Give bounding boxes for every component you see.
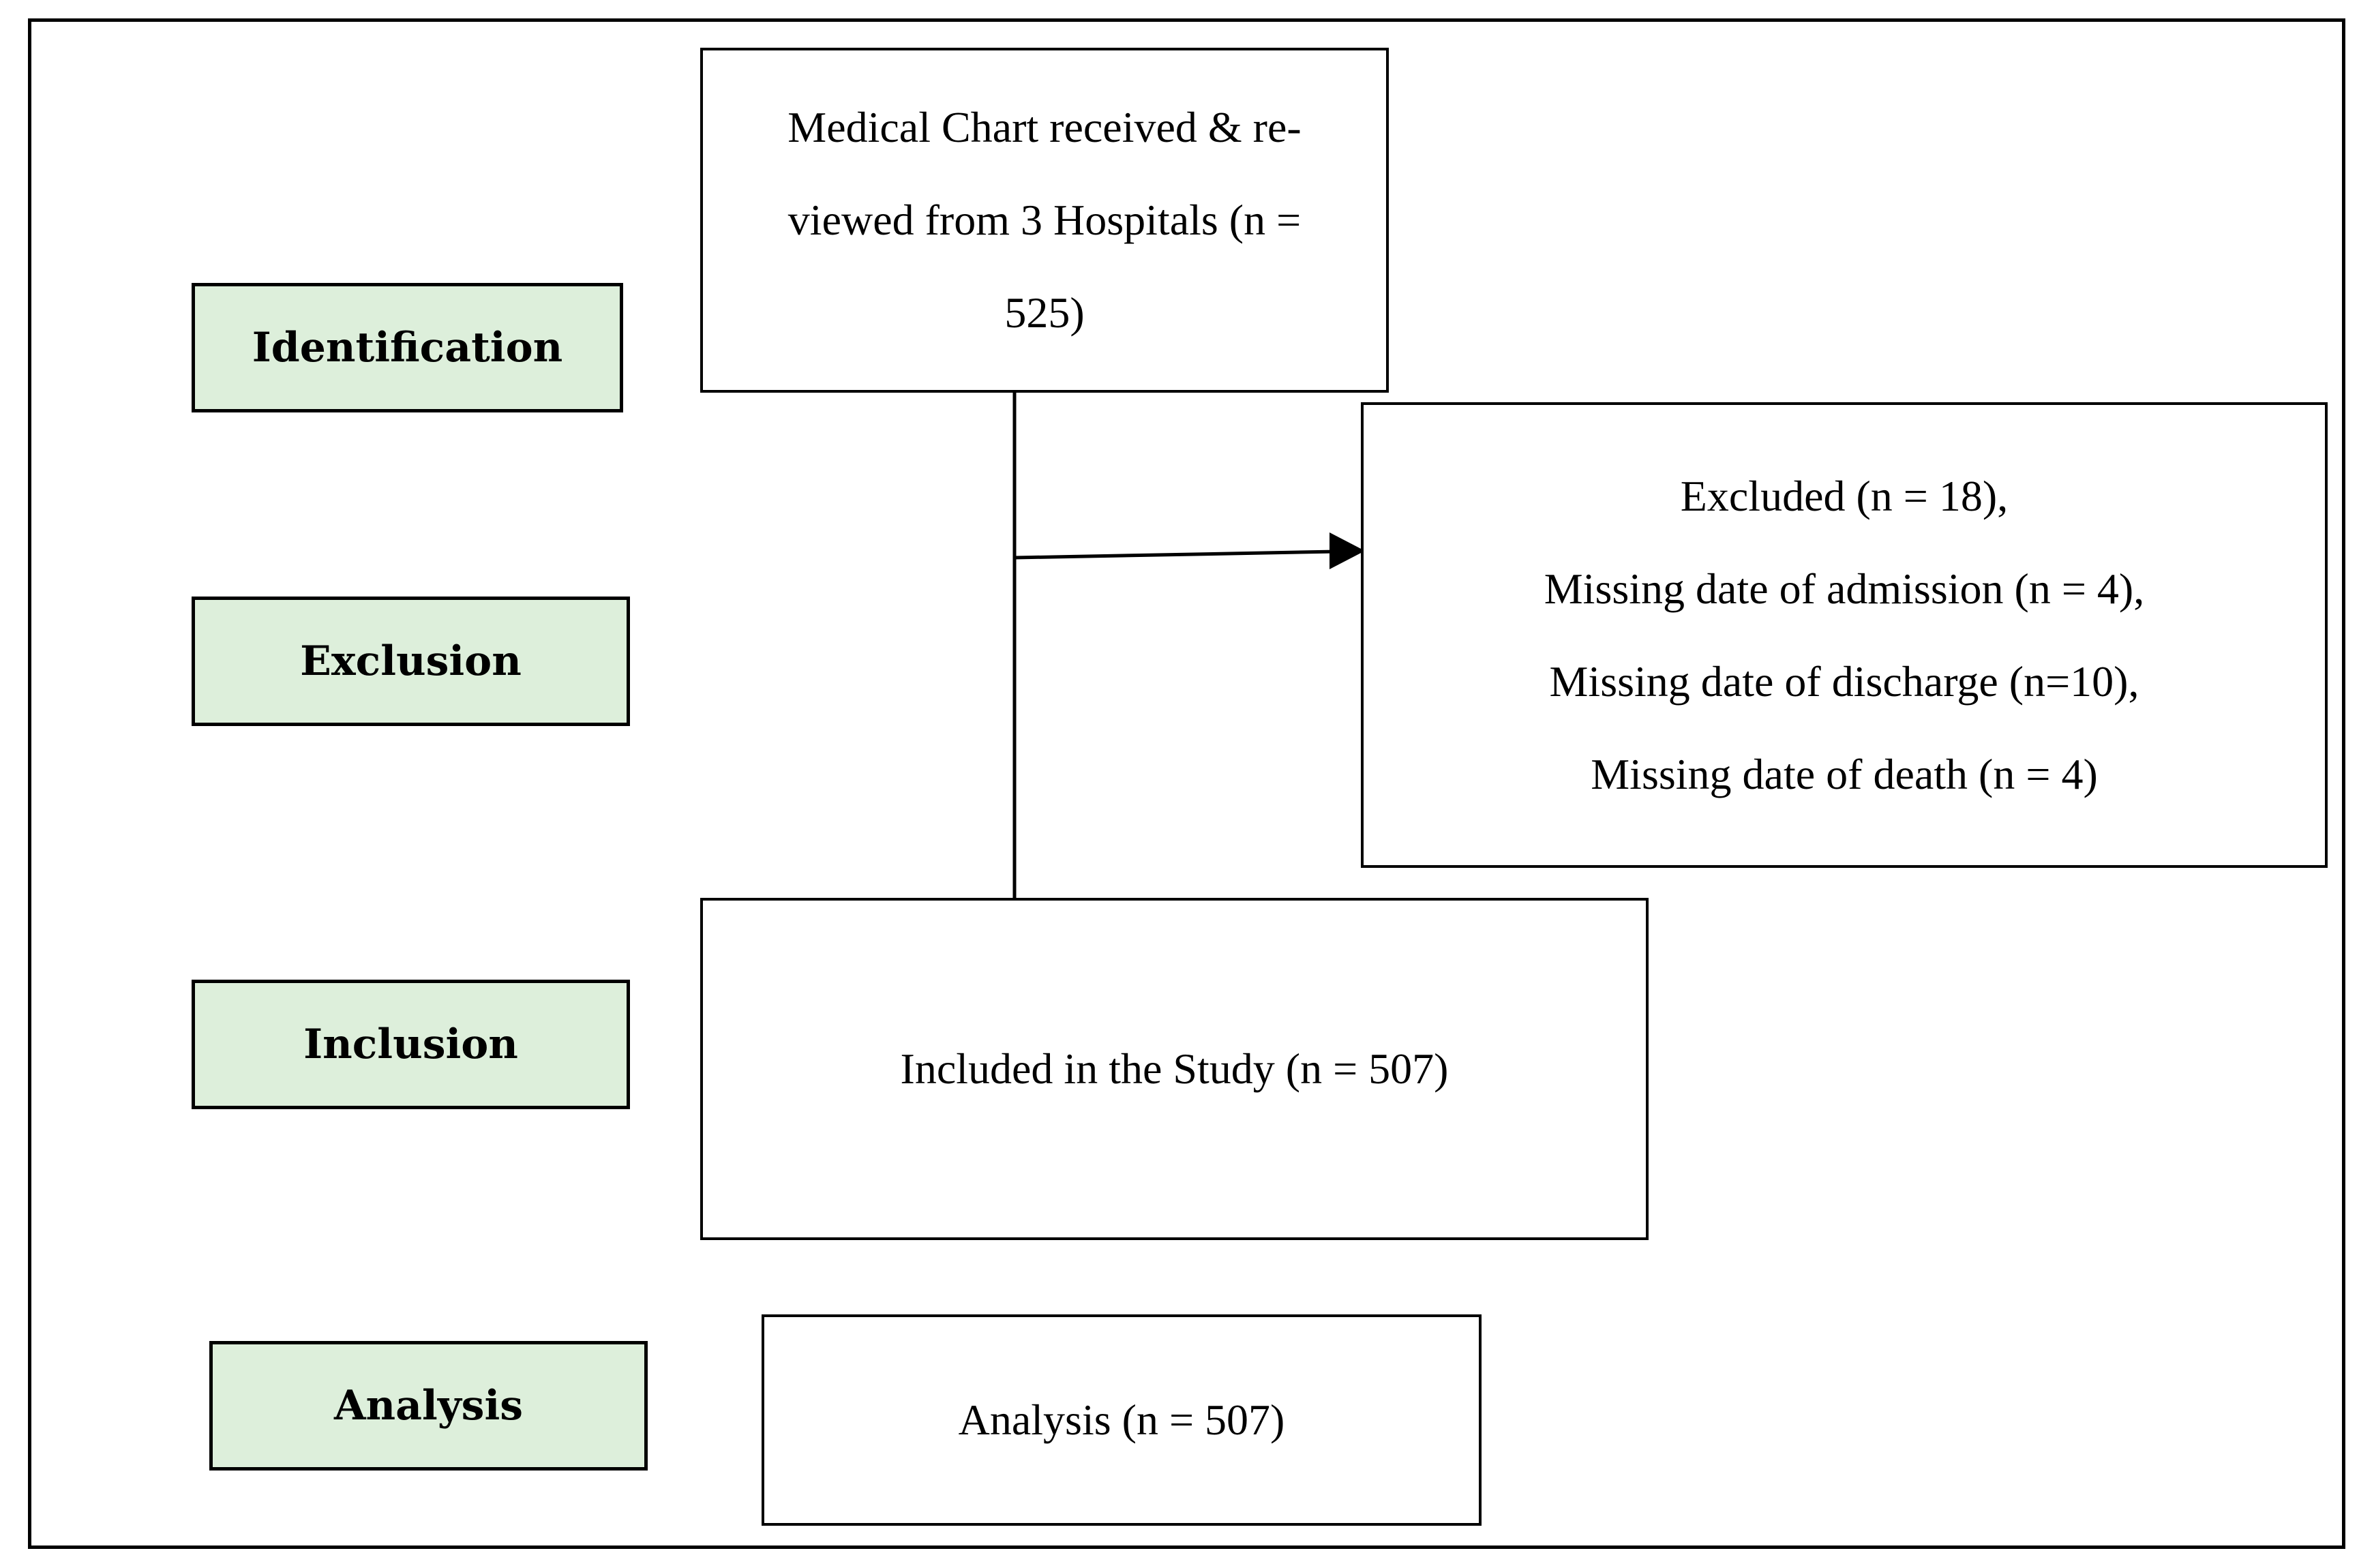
stage-exclusion: Exclusion (192, 597, 630, 726)
analysis-line-1: Analysis (n = 507) (958, 1396, 1285, 1444)
exclusion-line-3: Missing date of discharge (n=10), (1549, 657, 2139, 706)
exclusion-branch-connector (1014, 549, 1337, 560)
stage-inclusion-label: Inclusion (303, 1021, 518, 1068)
stage-inclusion: Inclusion (192, 980, 630, 1109)
stage-analysis: Analysis (209, 1341, 648, 1471)
exclusion-line-4: Missing date of death (n = 4) (1591, 749, 2098, 798)
analysis-box: Analysis (n = 507) (762, 1314, 1482, 1526)
inclusion-box: Included in the Study (n = 507) (700, 898, 1649, 1240)
stage-identification-label: Identification (252, 324, 563, 372)
exclusion-arrowhead (1329, 532, 1365, 569)
stage-exclusion-label: Exclusion (300, 637, 522, 685)
identification-line-1: Medical Chart received & re- (787, 103, 1302, 151)
diagram-frame (28, 18, 2345, 1549)
inclusion-line-1: Included in the Study (n = 507) (900, 1044, 1449, 1093)
stage-analysis-label: Analysis (333, 1382, 524, 1430)
exclusion-line-1: Excluded (n = 18), (1680, 471, 2009, 520)
exclusion-line-2: Missing date of admission (n = 4), (1544, 564, 2145, 613)
exclusion-box: Excluded (n = 18), Missing date of admis… (1361, 402, 2328, 868)
identification-line-2: viewed from 3 Hospitals (n = (787, 196, 1302, 244)
identification-line-3: 525) (1004, 288, 1085, 337)
stage-identification: Identification (192, 283, 623, 412)
identification-box: Medical Chart received & re- viewed from… (700, 48, 1389, 393)
